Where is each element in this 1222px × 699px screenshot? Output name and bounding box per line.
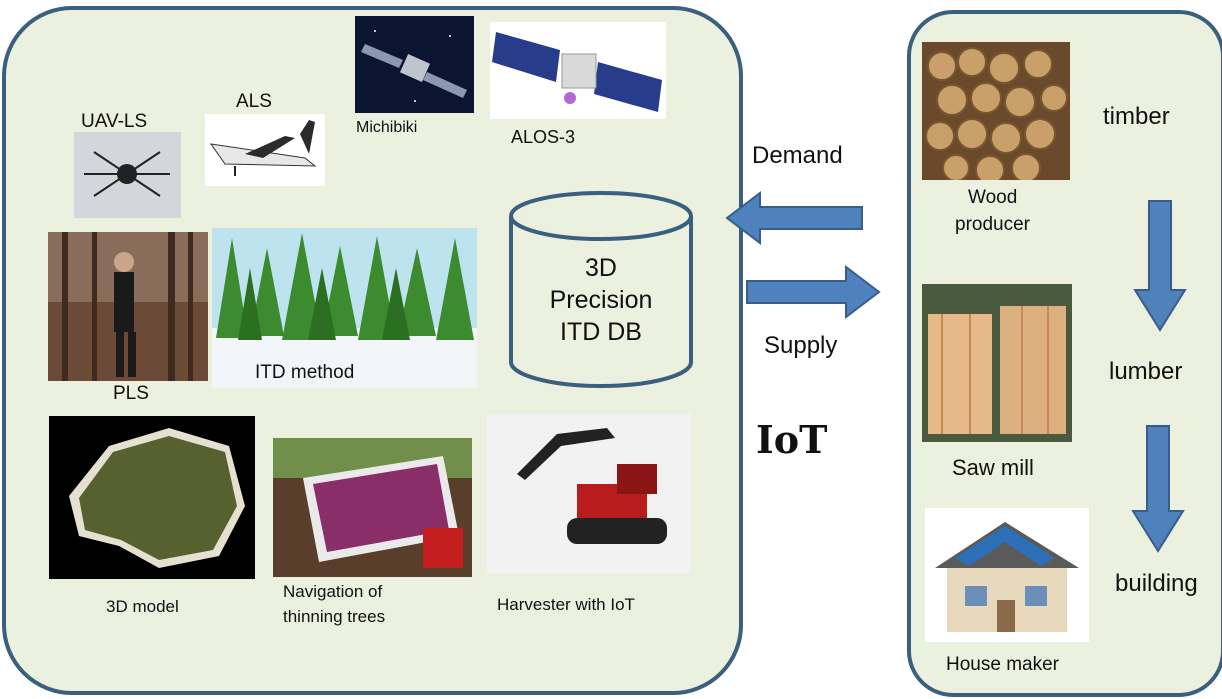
alos3-satellite-image [490,22,666,119]
db-line-1: 3D [585,254,617,282]
harvester-image [487,414,691,573]
uav-drone-image [74,132,181,218]
pls-photo [48,232,208,381]
harvester-label: Harvester with IoT [497,595,635,614]
wood-producer-image [922,42,1070,180]
building-label: building [1115,570,1198,597]
house-maker-image [925,508,1089,642]
itd-method-label: ITD method [255,362,355,383]
navigation-label-line-1: Navigation of [283,582,383,601]
saw-mill-image [922,284,1072,442]
alos3-label: ALOS-3 [511,127,576,147]
michibiki-satellite-image [355,16,474,113]
3d-model-label: 3D model [106,597,179,616]
house-maker-label: House maker [946,654,1059,675]
wood-producer-label-line-2: producer [955,214,1030,235]
supply-arrow-icon [746,264,881,320]
michibiki-label: Michibiki [356,119,418,136]
saw-mill-label: Saw mill [952,455,1034,480]
db-line-2: Precision [549,286,653,314]
lumber-to-building-arrow-icon [1131,425,1185,553]
navigation-label-line-2: thinning trees [283,607,386,626]
supply-label: Supply [764,332,838,359]
iot-label: IoT [756,417,828,462]
demand-arrow-icon [725,190,863,246]
navigation-tablet-image [273,438,472,577]
uav-ls-label: UAV-LS [81,111,148,132]
als-label: ALS [236,91,272,112]
als-plane-image [205,114,325,186]
timber-label: timber [1103,103,1170,130]
timber-to-lumber-arrow-icon [1133,200,1187,332]
demand-label: Demand [752,142,843,169]
itd-method-image [212,228,477,388]
precision-itd-db-cylinder [509,191,693,388]
lumber-label: lumber [1109,358,1183,385]
pls-label: PLS [113,383,149,404]
db-line-3: ITD DB [560,318,642,346]
wood-producer-label-line-1: Wood [968,187,1018,208]
3d-model-image [49,416,255,579]
